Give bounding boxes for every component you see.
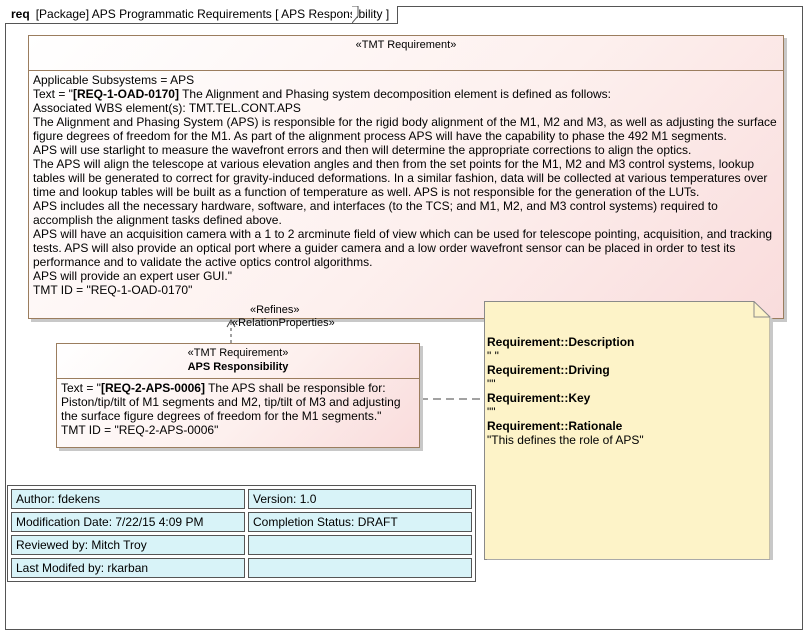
table-cell: Last Modifed by: rkarban [11,558,245,578]
note-property-value: "This defines the role of APS" [487,433,644,447]
requirement-tmt-id: TMT ID = "REQ-2-APS-0006" [61,423,219,437]
line-text: APS will use starlight to measure the wa… [33,143,692,157]
relation-properties-label: «RelationProperties» [232,317,335,329]
line-text: Associated WBS element(s): TMT.TEL.CONT.… [33,101,301,115]
requirement-block-oad-0170[interactable]: «TMT Requirement» Applicable Subsystems … [28,35,784,319]
note-property-key: Requirement::Rationale [487,419,623,433]
frame-title: [Package] APS Programmatic Requirements … [35,7,390,21]
note-shape [484,301,773,560]
line-text: Applicable Subsystems = APS [33,73,195,87]
table-row: Last Modifed by: rkarban [11,558,472,578]
frame-keyword: req [11,7,30,21]
table-cell: Completion Status: DRAFT [248,512,472,532]
requirement-body: Text = "[REQ-2-APS-0006] The APS shall b… [57,379,419,439]
line-text: APS includes all the necessary hardware,… [33,199,718,227]
note-property-key: Requirement::Key [487,391,591,405]
requirement-line: APS will have an acquisition camera with… [33,227,779,269]
table-cell: Version: 1.0 [248,489,472,509]
table-cell [248,558,472,578]
table-cell: Author: fdekens [11,489,245,509]
requirement-id-bold: [REQ-1-OAD-0170] [72,87,179,101]
requirement-line: TMT ID = "REQ-1-OAD-0170" [33,283,779,297]
diagram-frame-tab[interactable]: req [Package] APS Programmatic Requiremen… [5,6,399,24]
requirement-line: Applicable Subsystems = APS [33,73,779,87]
requirement-name: APS Responsibility [187,361,289,373]
properties-note[interactable]: Requirement::Description" "Requirement::… [484,301,773,560]
note-property-key: Requirement::Driving [487,363,610,377]
note-property-key: Requirement::Description [487,335,635,349]
requirement-stereotype: «TMT Requirement» [355,39,457,51]
line-text: The Alignment and Phasing system decompo… [178,87,612,101]
requirement-text: Text = "[REQ-2-APS-0006] The APS shall b… [61,381,415,423]
requirement-line: APS will use starlight to measure the wa… [33,143,779,157]
requirement-line: APS includes all the necessary hardware,… [33,199,779,227]
requirement-line: Text = "[REQ-1-OAD-0170] The Alignment a… [33,87,779,101]
line-text: APS will provide an expert user GUI." [33,269,233,283]
requirement-id-bold: [REQ-2-APS-0006] [100,381,205,395]
table-cell: Modification Date: 7/22/15 4:09 PM [11,512,245,532]
table-row: Reviewed by: Mitch Troy [11,535,472,555]
refines-stereotype-label: «Refines» [250,304,300,316]
requirement-block-aps-0006[interactable]: «TMT Requirement» APS Responsibility Tex… [56,343,420,448]
requirement-stereotype: «TMT Requirement» [187,347,289,359]
line-text: Text = " [33,87,73,101]
line-text: The APS will align the telescope at vari… [33,157,768,199]
diagram-frame [5,6,803,630]
line-text: APS will have an acquisition camera with… [33,227,773,269]
table-cell [248,535,472,555]
refine-arrowhead [226,318,236,328]
note-property-value: " " [487,349,499,363]
table-cell: Reviewed by: Mitch Troy [11,535,245,555]
requirement-header: «TMT Requirement» APS Responsibility [57,344,419,379]
requirement-line: APS will provide an expert user GUI." [33,269,779,283]
note-property-value: "" [487,405,496,419]
requirement-line: The APS will align the telescope at vari… [33,157,779,199]
line-text: TMT ID = "REQ-1-OAD-0170" [33,283,193,297]
note-content: Requirement::Description" "Requirement::… [487,335,644,447]
requirement-text-prefix: Text = " [61,381,101,395]
requirement-line: The Alignment and Phasing System (APS) i… [33,115,779,143]
line-text: The Alignment and Phasing System (APS) i… [33,115,777,143]
frame-tab-corner [352,6,359,23]
note-property-value: "" [487,377,496,391]
requirement-header: «TMT Requirement» [29,36,783,71]
requirement-text-content: The APS shall be responsible for: Piston… [61,381,401,423]
requirement-line: Associated WBS element(s): TMT.TEL.CONT.… [33,101,779,115]
